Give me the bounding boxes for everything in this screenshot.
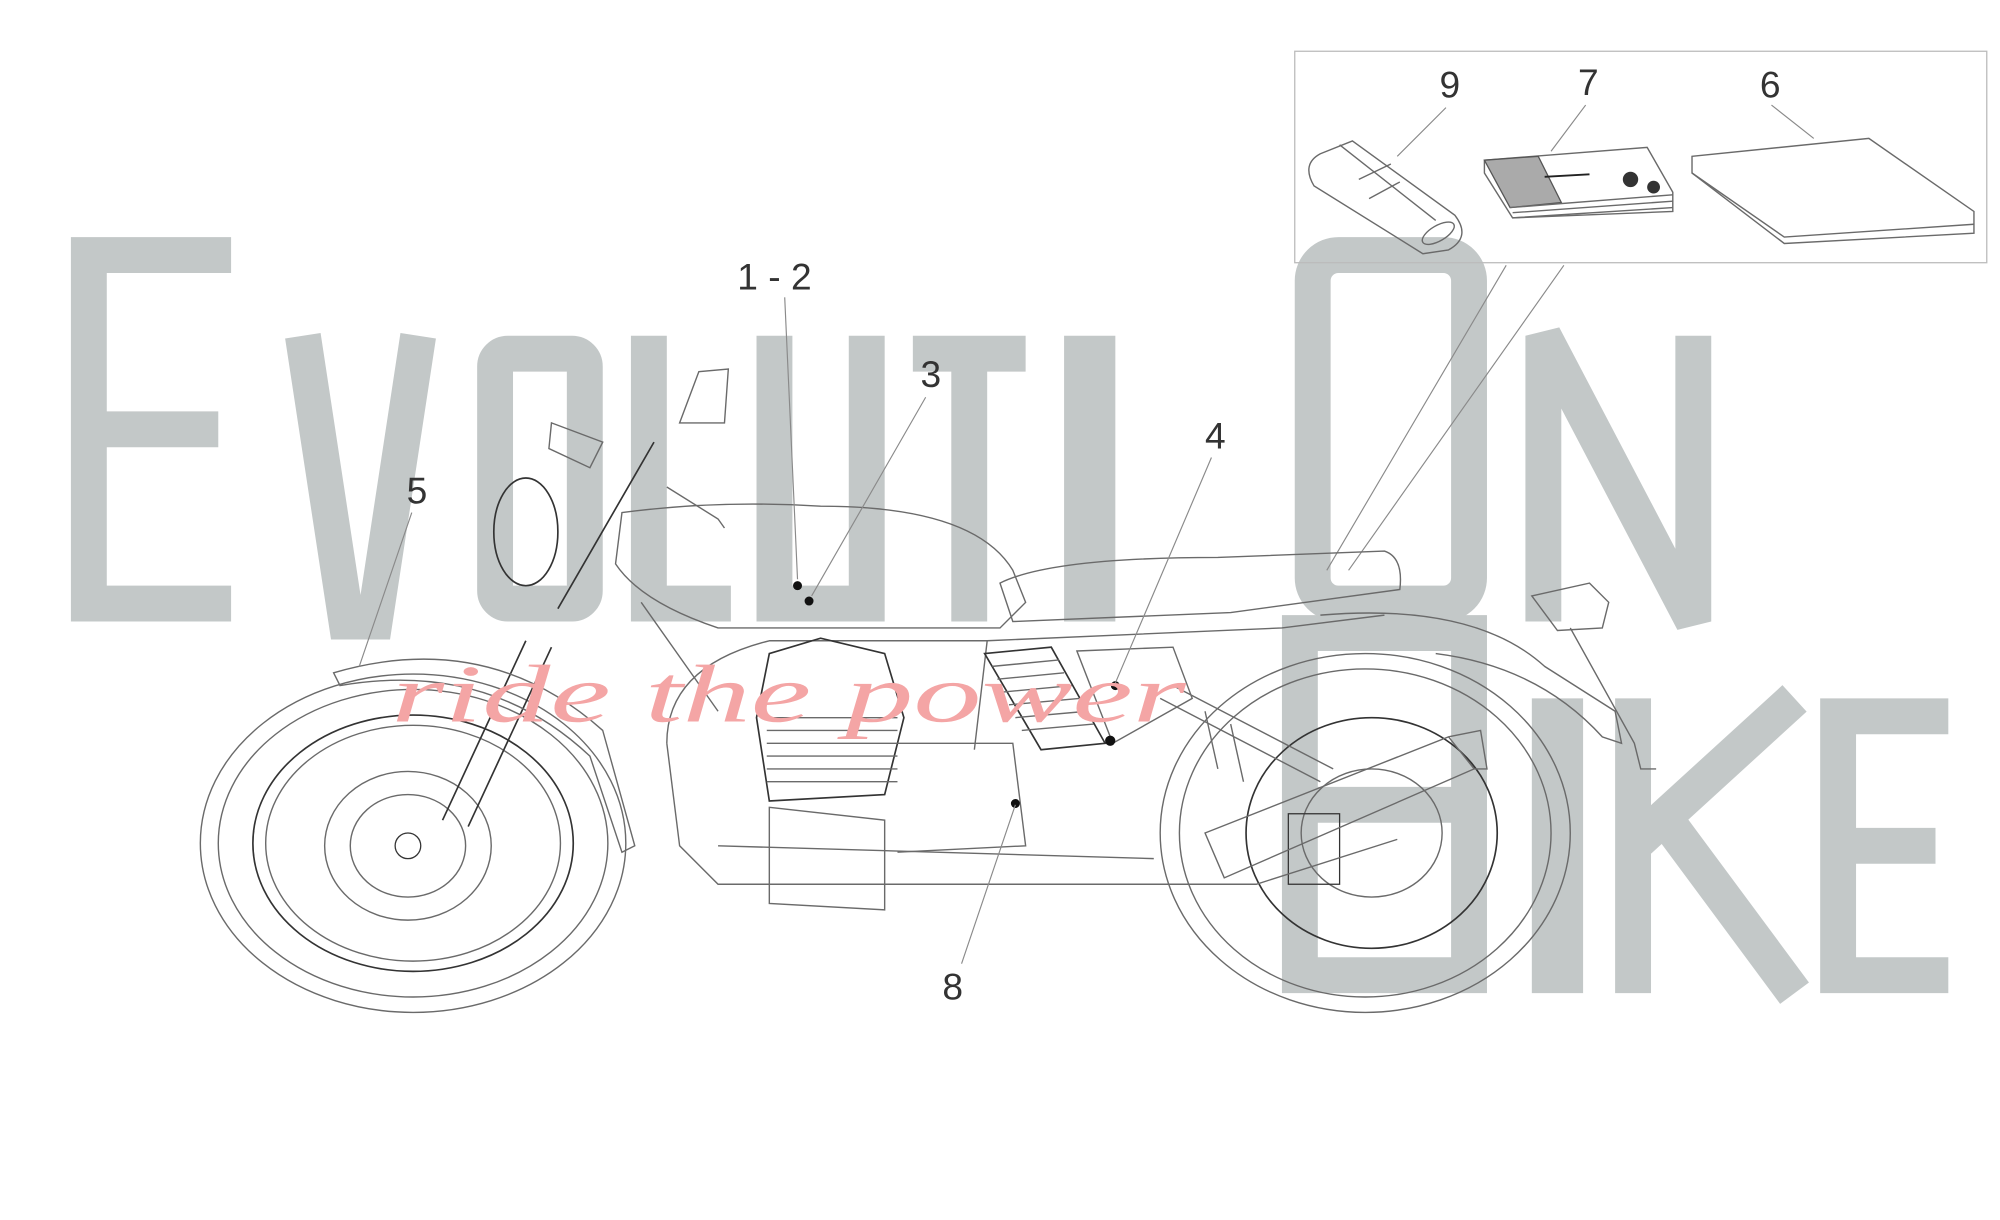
accessory-frame	[1294, 50, 1988, 264]
callout-7: 7	[1578, 61, 1599, 103]
front-wheel	[199, 673, 627, 1014]
watermark-letter-t	[912, 335, 1026, 622]
front-fender	[332, 658, 636, 854]
rear-shock	[1159, 684, 1334, 783]
manual-envelope-illustration	[1691, 137, 1975, 245]
callout-8: 8	[942, 966, 963, 1008]
accessory-box	[1294, 50, 1988, 264]
callouts: 1 - 2 3 4 5 6 7 8 9	[358, 61, 1815, 1008]
tail-light	[1530, 582, 1657, 770]
callout-5: 5	[407, 470, 428, 512]
exhaust	[1204, 729, 1488, 879]
decal-point	[1010, 799, 1020, 808]
callout-3: 3	[921, 353, 942, 395]
watermark-letter-o	[477, 335, 603, 622]
watermark-letter-e-2	[1820, 698, 1949, 994]
handlebar-mirror	[548, 368, 730, 529]
watermark-letter-e	[70, 237, 232, 622]
watermark-letter-k	[1615, 685, 1809, 1004]
callout-1-2: 1 - 2	[737, 256, 811, 298]
seat	[999, 550, 1402, 623]
watermark-logo	[70, 237, 1949, 1004]
front-fork	[441, 441, 655, 827]
watermark-letter-n	[1525, 327, 1712, 630]
decal-point	[804, 596, 814, 606]
callout-9: 9	[1440, 63, 1461, 105]
watermark-slogan: ride the power	[391, 648, 1187, 739]
callout-4: 4	[1205, 415, 1226, 457]
watermark-letter-b	[1281, 615, 1487, 994]
watermark-letter-o-large	[1294, 237, 1487, 622]
tool-roll-illustration	[1308, 140, 1463, 255]
rear-fender	[1320, 612, 1623, 745]
frame	[640, 601, 1398, 885]
callout-6: 6	[1760, 63, 1781, 105]
engine	[755, 637, 1027, 911]
side-cover	[983, 646, 1194, 751]
fuel-tank	[614, 503, 1027, 629]
box-leader-lines	[1326, 264, 1565, 571]
rear-wheel	[1159, 652, 1571, 1014]
watermark-letter-u	[756, 335, 885, 622]
decal-point	[793, 581, 803, 591]
watermark-letter-l	[630, 335, 731, 622]
leader-lines	[358, 104, 1815, 964]
watermark-letter-v	[285, 333, 436, 640]
owner-manual-illustration	[1483, 146, 1674, 219]
headlight	[492, 477, 559, 587]
motorcycle-illustration	[199, 368, 1657, 1014]
